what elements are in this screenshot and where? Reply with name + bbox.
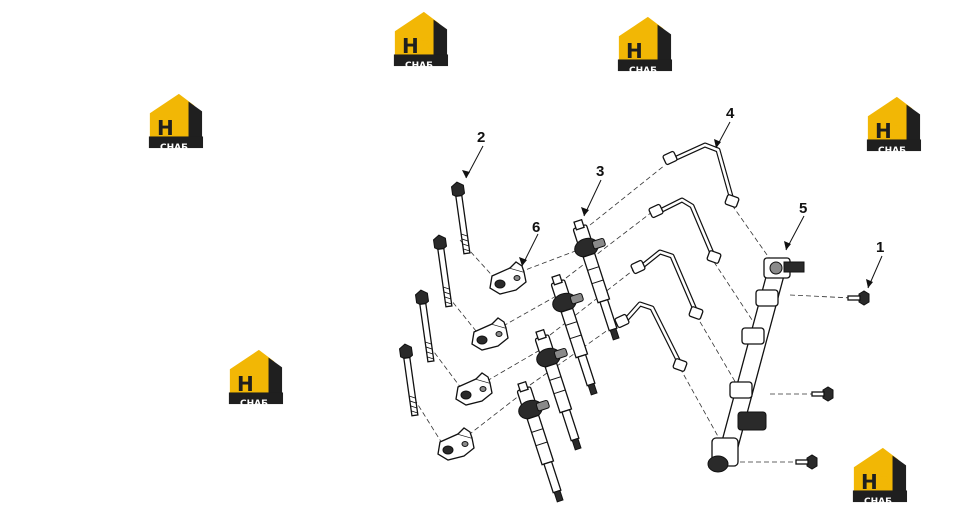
brand-logo: Н З СНАБ <box>866 96 922 156</box>
brand-logo: Н З СНАБ <box>228 349 284 409</box>
callout-6: 6 <box>532 219 540 236</box>
brand-logo: Н З СНАБ <box>393 11 449 71</box>
brand-logo: Н З СНАБ <box>148 93 204 153</box>
svg-text:Н: Н <box>626 39 643 63</box>
fuel-injectors <box>509 214 635 506</box>
fuel-lines <box>614 142 740 372</box>
svg-text:СНАБ: СНАБ <box>240 399 268 409</box>
svg-text:СНАБ: СНАБ <box>878 146 906 156</box>
brand-logo: Н З СНАБ <box>617 16 673 76</box>
injector-clamps <box>437 261 527 461</box>
callout-1: 1 <box>876 239 884 256</box>
svg-text:Н: Н <box>861 470 878 494</box>
svg-text:СНАБ: СНАБ <box>629 66 657 76</box>
svg-text:З: З <box>420 34 434 58</box>
svg-text:З: З <box>893 119 907 143</box>
callout-3: 3 <box>596 163 604 180</box>
short-bolts <box>795 290 870 470</box>
fuel-rail <box>707 257 805 473</box>
callout-2: 2 <box>477 129 485 146</box>
svg-text:СНАБ: СНАБ <box>160 143 188 153</box>
svg-text:Н: Н <box>237 372 254 396</box>
callout-leaders <box>462 121 883 289</box>
svg-text:З: З <box>879 470 893 494</box>
svg-text:Н: Н <box>875 119 892 143</box>
svg-text:СНАБ: СНАБ <box>405 61 433 71</box>
long-bolts <box>398 180 474 417</box>
assembly-guide-lines <box>409 164 853 463</box>
svg-text:З: З <box>175 116 189 140</box>
svg-text:Н: Н <box>402 34 419 58</box>
svg-text:З: З <box>255 372 269 396</box>
brand-logo: Н З СНАБ <box>852 447 908 507</box>
svg-text:СНАБ: СНАБ <box>864 497 892 507</box>
callout-5: 5 <box>799 200 807 217</box>
svg-text:З: З <box>644 39 658 63</box>
callout-4: 4 <box>726 105 735 122</box>
svg-text:Н: Н <box>157 116 174 140</box>
